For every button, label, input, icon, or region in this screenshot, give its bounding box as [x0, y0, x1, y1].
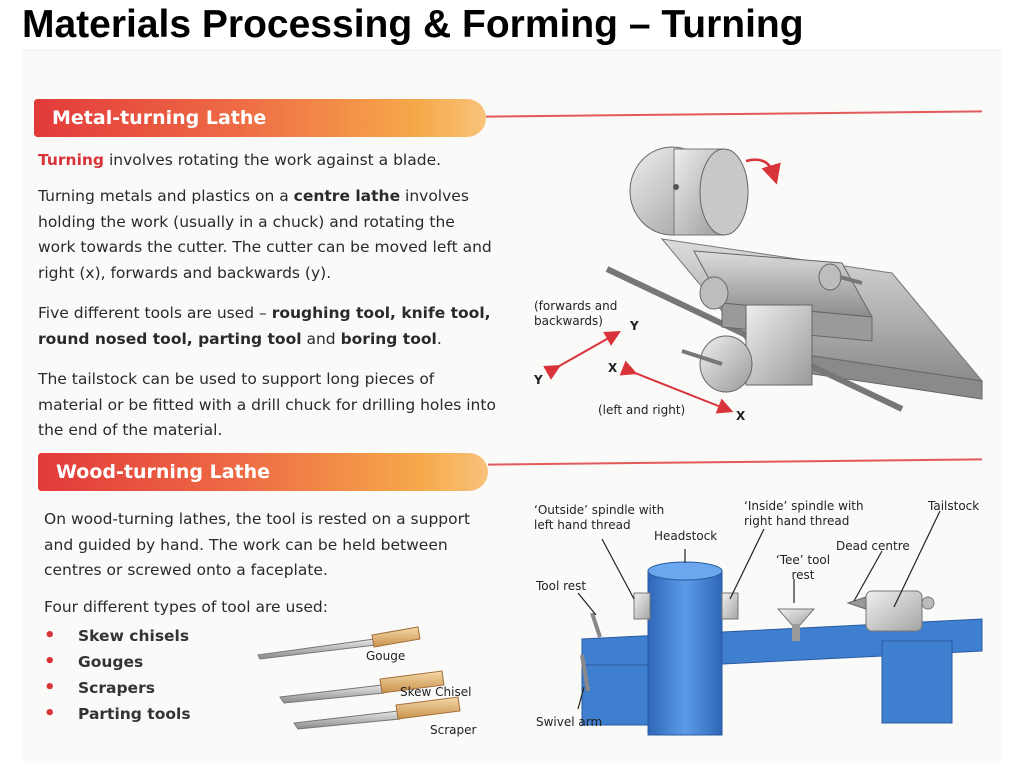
- list-item: Parting tools: [44, 701, 191, 727]
- tool-rest-label: Tool rest: [536, 579, 587, 593]
- wood-hand-tools: [257, 626, 461, 730]
- scanned-page: Metal-turning Lathe Turning involves rot…: [22, 50, 1002, 763]
- wood-para-tools-intro: Four different types of tool are used:: [44, 598, 328, 616]
- metal-section-heading: Metal-turning Lathe: [34, 99, 486, 137]
- metal-para-turning: Turning involves rotating the work again…: [38, 148, 508, 174]
- metal-lathe-diagram: [543, 146, 984, 414]
- tools-and: and: [301, 329, 341, 348]
- swivel-arm-post: [580, 654, 590, 692]
- rotation-arrow: [745, 158, 781, 185]
- x-axis-arrow: [619, 360, 734, 414]
- headstock-label: Headstock: [654, 529, 718, 543]
- centre-lathe-text-b: involves holding the work (usually in a …: [38, 187, 492, 282]
- dead-centre: [846, 596, 867, 610]
- list-item: Gouges: [44, 649, 191, 675]
- tool-rest-post: [590, 612, 602, 638]
- skew-chisel-tool: [279, 670, 445, 704]
- slide-title: Materials Processing & Forming – Turning: [22, 3, 804, 46]
- y-axis-label-bottom: Y: [534, 373, 543, 387]
- wood-para-intro: On wood-turning lathes, the tool is rest…: [44, 510, 471, 579]
- tailstock-body: [865, 590, 923, 632]
- list-item: Skew chisels: [44, 623, 191, 649]
- tee-rest-label: ‘Tee’ tool rest: [775, 553, 831, 582]
- dead-centre-label: Dead centre: [836, 539, 910, 553]
- centre-lathe-text-a: Turning metals and plastics on a: [38, 187, 294, 205]
- tailstock-label: Tailstock: [928, 499, 980, 513]
- wood-lathe-diagram: [577, 510, 983, 736]
- list-item: Scrapers: [44, 675, 191, 701]
- turning-definition: involves rotating the work against a bla…: [104, 151, 442, 169]
- inside-spindle-label: ‘Inside’ spindle with right hand thread: [744, 499, 864, 528]
- outside-spindle-label: ‘Outside’ spindle with left hand thread: [534, 503, 665, 532]
- wood-tools-list: Skew chisels Gouges Scrapers Parting too…: [44, 623, 191, 727]
- apron: [745, 304, 813, 386]
- gouge-tool: [257, 626, 421, 660]
- forwards-backwards-label: (forwards and backwards): [534, 299, 618, 328]
- turning-term: Turning: [38, 151, 105, 169]
- wood-section-heading: Wood-turning Lathe: [38, 453, 488, 491]
- y-axis-arrow: [543, 331, 621, 380]
- centre-lathe-term: centre lathe: [293, 187, 401, 205]
- x-axis-label-bottom: X: [736, 409, 746, 423]
- metal-para-centre-lathe: Turning metals and plastics on a centre …: [38, 184, 493, 286]
- tools-end: .: [436, 329, 442, 348]
- left-right-label: (left and right): [598, 403, 686, 417]
- tools-last: boring tool: [340, 329, 437, 348]
- metal-para-tailstock: The tailstock can be used to support lon…: [38, 370, 496, 439]
- scraper-label: Scraper: [430, 723, 477, 737]
- tee-tool-rest: [776, 608, 816, 626]
- tools-intro: Five different tools are used –: [38, 304, 272, 322]
- y-axis-label-top: Y: [630, 319, 639, 333]
- skew-chisel-label: Skew Chisel: [400, 685, 472, 699]
- x-axis-label-top: X: [608, 361, 618, 375]
- gouge-label: Gouge: [366, 649, 406, 663]
- headstock-body: [647, 570, 723, 736]
- tools-list: roughing tool, knife tool, round nosed t…: [38, 304, 491, 348]
- swivel-arm-label: Swivel arm: [536, 715, 603, 729]
- metal-para-tools: Five different tools are used – roughing…: [38, 301, 500, 352]
- scraper-tool: [293, 696, 461, 730]
